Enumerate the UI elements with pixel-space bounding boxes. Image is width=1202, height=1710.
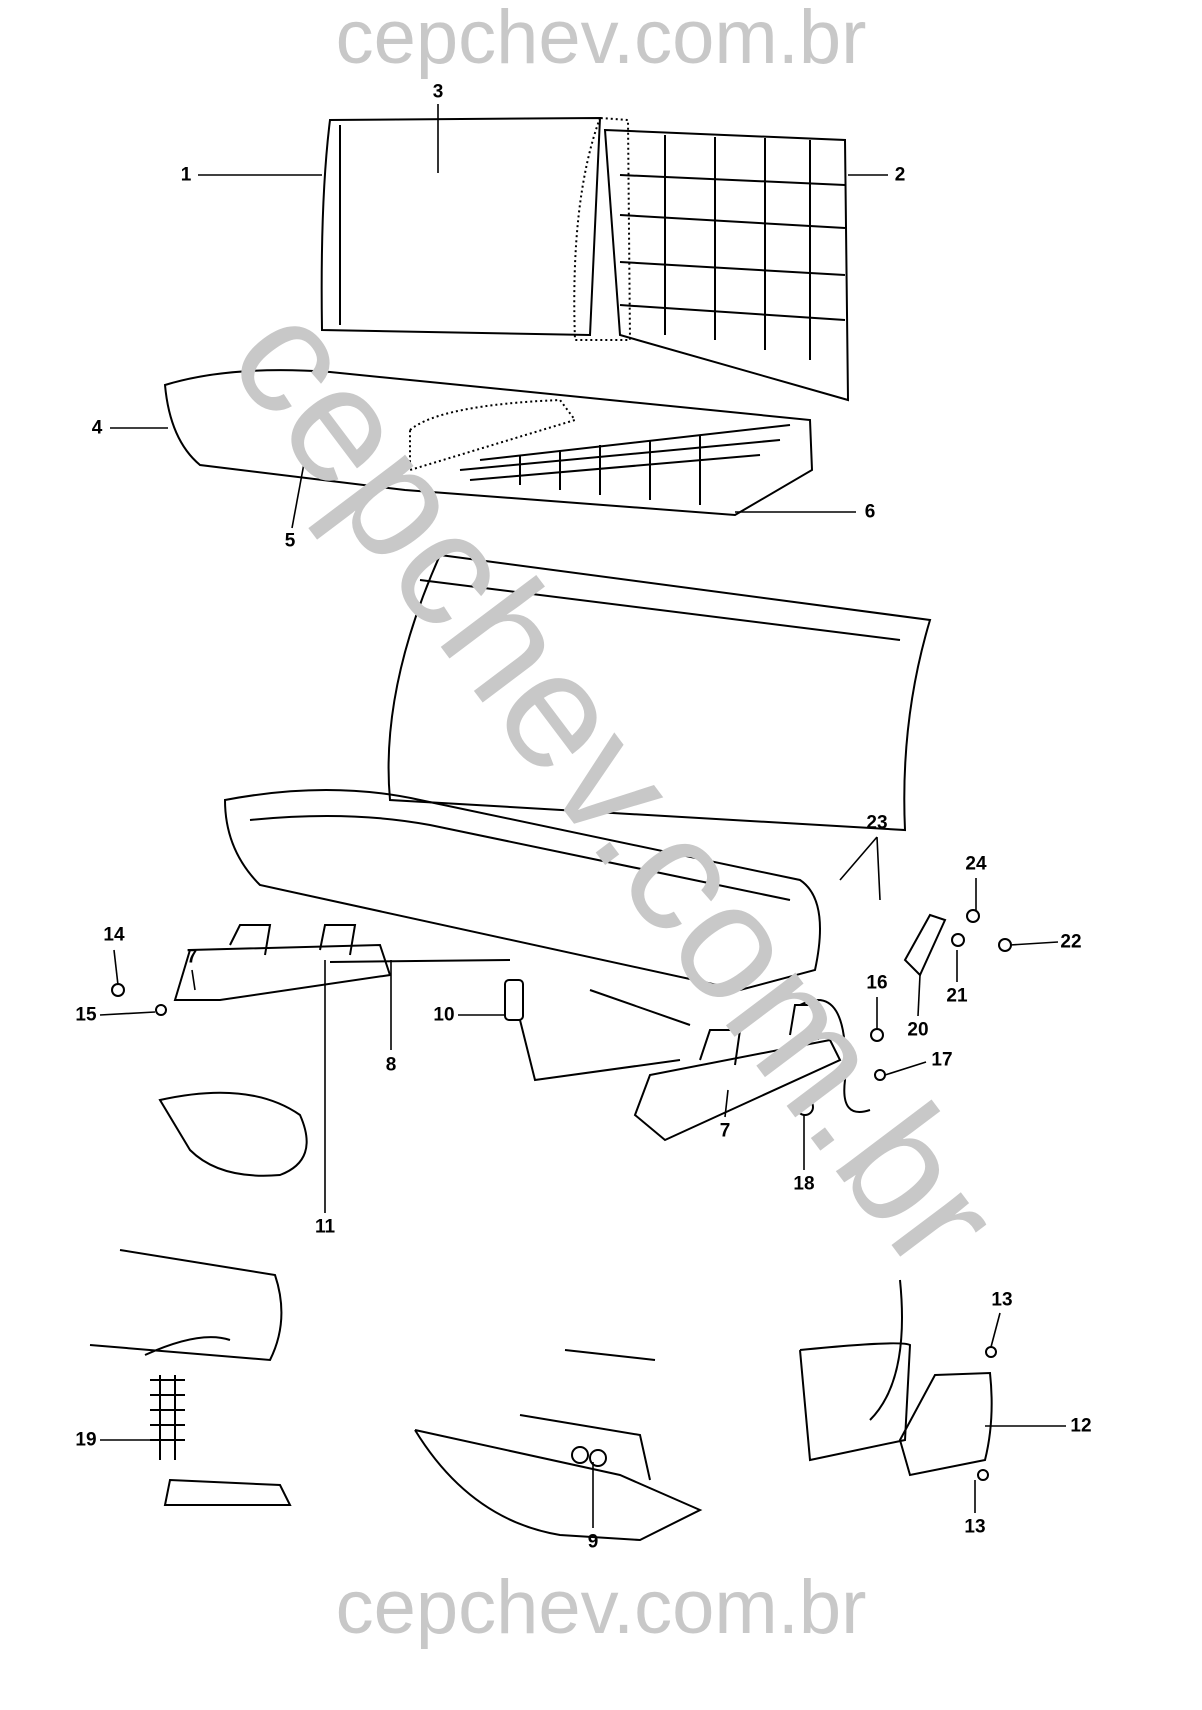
- callout-13-top: 13: [991, 1289, 1013, 1311]
- right-seat-rail: [504, 979, 871, 1142]
- assembled-bench-seat: [223, 553, 932, 992]
- callout-7-right: 7: [719, 1120, 731, 1142]
- callout-14: 14: [103, 924, 125, 946]
- callout-17: 17: [931, 1049, 953, 1071]
- callout-7-left: 7: [186, 946, 198, 968]
- callout-10: 10: [433, 1004, 455, 1026]
- callout-5: 5: [284, 530, 296, 552]
- left-seat-rail: [158, 924, 511, 1177]
- seat-cushion: [163, 369, 814, 517]
- callout-20: 20: [907, 1019, 929, 1041]
- callout-8: 8: [385, 1054, 397, 1076]
- watermark-top: cepchev.com.br: [335, 0, 867, 80]
- callout-15: 15: [75, 1004, 97, 1026]
- callout-2: 2: [894, 164, 906, 186]
- callout-23: 23: [866, 812, 888, 834]
- callout-1: 1: [180, 164, 192, 186]
- callout-22: 22: [1060, 931, 1082, 953]
- callout-24: 24: [965, 853, 987, 875]
- callout-16: 16: [866, 972, 888, 994]
- callout-19: 19: [75, 1429, 97, 1451]
- spring-detail: [89, 1249, 292, 1506]
- watermark-bottom: cepchev.com.br: [335, 1565, 867, 1650]
- hinge-cover-detail: [799, 1279, 997, 1481]
- callout-leader-lines: [99, 104, 1066, 1528]
- seat-back-foam: [573, 116, 632, 341]
- seat-back-frame: [603, 128, 850, 402]
- callout-6: 6: [864, 501, 876, 523]
- callout-18: 18: [793, 1173, 815, 1195]
- callout-3: 3: [432, 81, 444, 103]
- callout-11: 11: [314, 1216, 336, 1238]
- seat-back-cover: [320, 116, 602, 337]
- callout-12: 12: [1070, 1415, 1092, 1437]
- callout-9: 9: [587, 1531, 599, 1553]
- callout-13-bottom: 13: [964, 1516, 986, 1538]
- rod-clip-detail: [414, 1349, 703, 1542]
- callout-21: 21: [946, 985, 968, 1007]
- callout-4: 4: [91, 417, 103, 439]
